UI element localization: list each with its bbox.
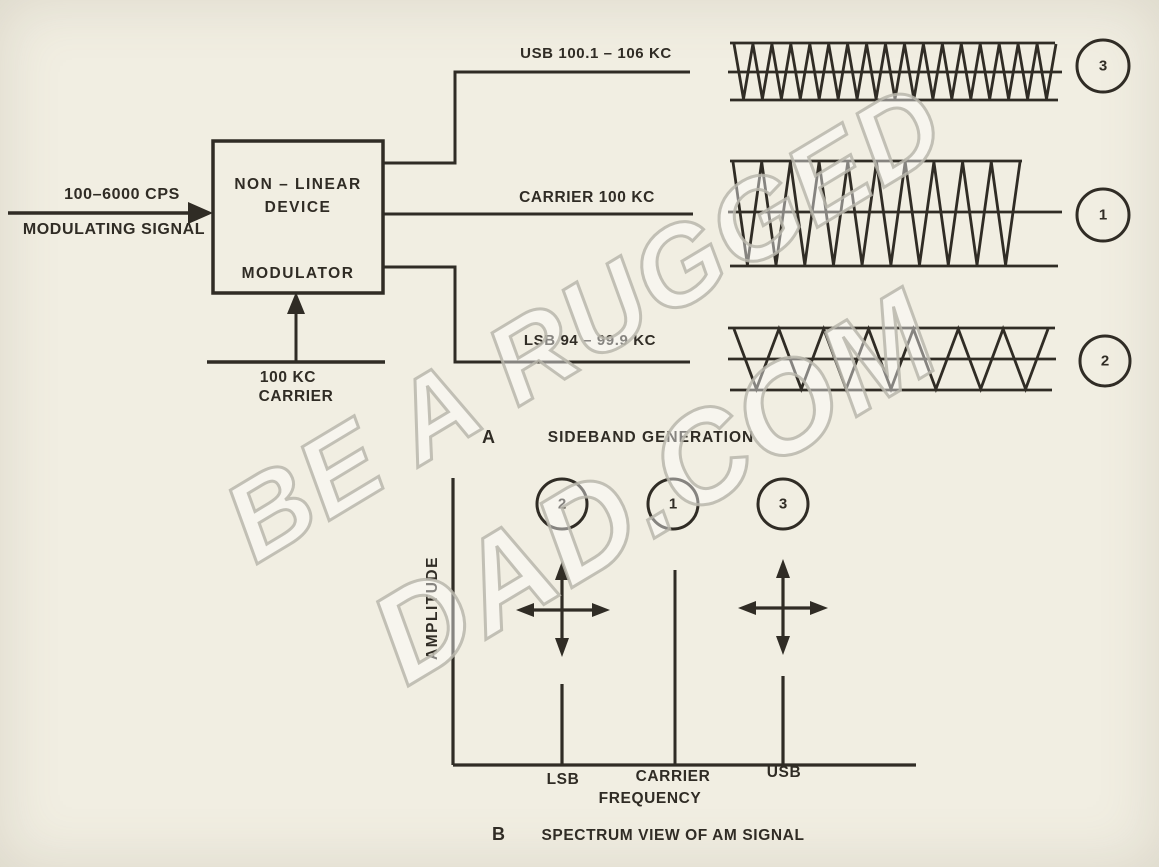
callout-circle-1 bbox=[1075, 187, 1131, 243]
carrier-input-freq-label: 100 KC bbox=[259, 369, 317, 386]
modulating-signal-line bbox=[8, 202, 213, 224]
x-tick-usb: USB bbox=[766, 764, 802, 781]
frequency-axis-label: FREQUENCY bbox=[598, 790, 702, 807]
spectrum-badge-1: 1 bbox=[668, 495, 678, 513]
up-arrowhead-icon bbox=[776, 559, 790, 578]
lsb-waveform bbox=[728, 324, 1056, 394]
spectrum-circle-3 bbox=[756, 477, 810, 531]
modulator-box-line1: NON – LINEAR bbox=[234, 176, 362, 193]
section-a-title: SIDEBAND GENERATION bbox=[547, 429, 755, 446]
lsb-spectral-line bbox=[516, 561, 610, 765]
right-arrowhead-icon bbox=[592, 603, 610, 617]
spectrum-badge-3: 3 bbox=[778, 495, 788, 513]
amplitude-axis-label: AMPLITUDE bbox=[424, 556, 441, 660]
down-arrowhead-icon bbox=[776, 636, 790, 655]
waveform-badge-1: 1 bbox=[1098, 206, 1108, 224]
usb-output-label: USB 100.1 – 106 KC bbox=[520, 45, 672, 62]
usb-spectral-line bbox=[738, 559, 828, 765]
section-a-letter: A bbox=[482, 427, 495, 447]
modulating-signal-freq-label: 100–6000 CPS bbox=[64, 186, 180, 203]
spectrum-circle-2 bbox=[535, 477, 589, 531]
spectrum-axes bbox=[451, 478, 916, 767]
carrier-input-label: CARRIER bbox=[258, 388, 334, 405]
carrier-output-label: CARRIER 100 KC bbox=[519, 189, 655, 206]
modulator-box bbox=[211, 139, 385, 295]
waveform-badge-2: 2 bbox=[1100, 352, 1110, 370]
modulating-signal-label: MODULATING SIGNAL bbox=[22, 221, 206, 238]
left-arrowhead-icon bbox=[516, 603, 534, 617]
carrier-input-line bbox=[207, 292, 385, 364]
output-connection-lines bbox=[383, 70, 693, 364]
down-arrowhead-icon bbox=[555, 638, 569, 657]
section-b-letter: B bbox=[492, 824, 505, 844]
callout-circle-3 bbox=[1075, 38, 1131, 94]
up-arrowhead-icon bbox=[555, 561, 569, 580]
x-tick-carrier: CARRIER bbox=[635, 768, 711, 785]
section-b-title: SPECTRUM VIEW OF AM SIGNAL bbox=[541, 827, 805, 844]
usb-waveform bbox=[728, 41, 1062, 102]
callout-circle-2 bbox=[1078, 334, 1132, 388]
left-arrowhead-icon bbox=[738, 601, 756, 615]
spectrum-circle-1 bbox=[646, 477, 700, 531]
carrier-waveform bbox=[728, 159, 1062, 268]
waveform-badge-3: 3 bbox=[1098, 57, 1108, 75]
modulator-box-line3: MODULATOR bbox=[241, 265, 355, 282]
up-arrowhead-icon bbox=[287, 292, 305, 314]
lsb-output-label: LSB 94 – 99.9 KC bbox=[523, 332, 657, 349]
modulator-box-line2: DEVICE bbox=[264, 199, 332, 216]
right-arrowhead-icon bbox=[188, 202, 213, 224]
right-arrowhead-icon bbox=[810, 601, 828, 615]
spectrum-badge-2: 2 bbox=[557, 495, 567, 513]
x-tick-lsb: LSB bbox=[546, 771, 580, 788]
